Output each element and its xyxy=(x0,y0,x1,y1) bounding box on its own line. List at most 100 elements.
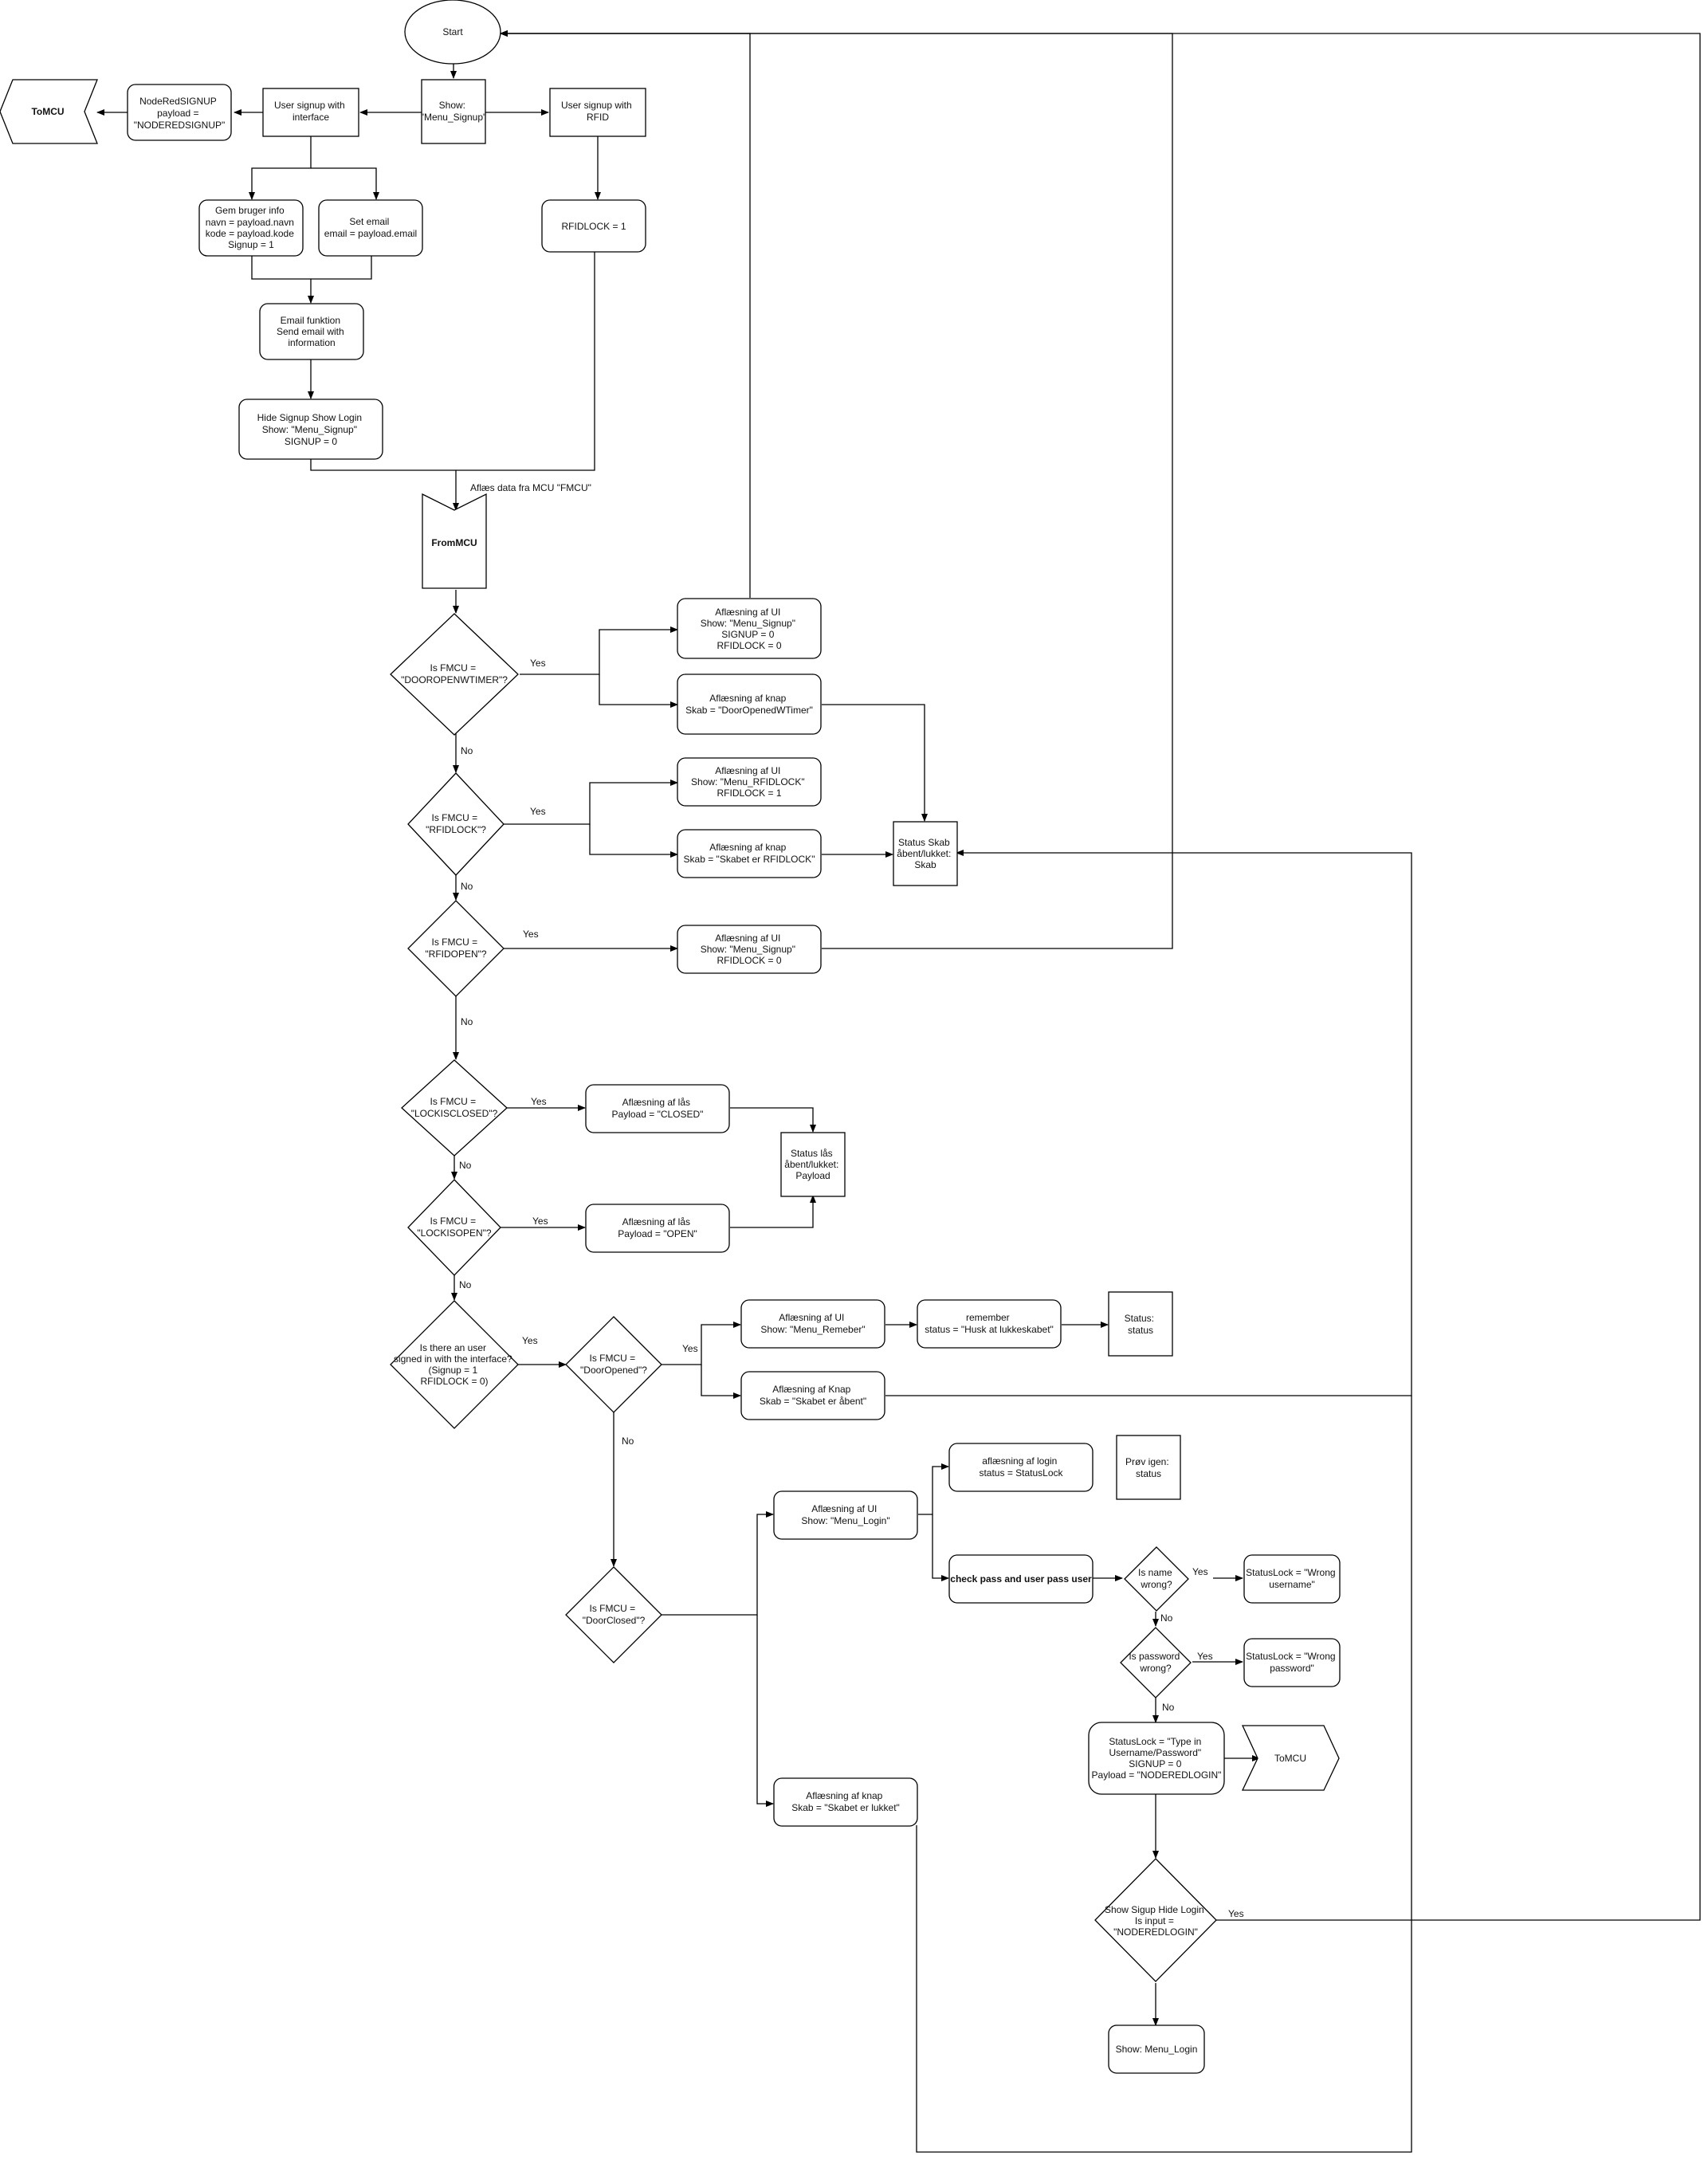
d-rfidlock-label: Is FMCU = "RFIDLOCK"? xyxy=(426,812,486,835)
aflaes-ui-3-shape xyxy=(677,925,822,974)
email-funktion-shape xyxy=(259,303,364,360)
edge-label-yes: Yes xyxy=(530,658,546,669)
connector xyxy=(311,167,379,200)
connectors xyxy=(96,30,1701,2153)
prov-igen-shape xyxy=(1116,1435,1181,1500)
edge-labels: Aflæs data fra MCU "FMCU" Yes No Yes No … xyxy=(459,482,1244,1919)
wrong-username-label: StatusLock = "Wrong username" xyxy=(1246,1567,1338,1590)
d-pass-wrong-label: Is password wrong? xyxy=(1129,1651,1182,1674)
aflaes-knap-lukket-shape xyxy=(773,1777,918,1827)
d-user-signed-label: Is there an user signed in with the inte… xyxy=(394,1342,515,1387)
aflaes-login-shape xyxy=(948,1443,1094,1492)
prov-igen-label: Prøv igen: status xyxy=(1125,1456,1172,1479)
show-menu-signup-shape xyxy=(421,79,486,144)
connector xyxy=(456,251,595,471)
d-doorclosed-shape xyxy=(565,1566,662,1663)
edge-label-aflaes-data: Aflæs data fra MCU "FMCU" xyxy=(470,482,591,493)
d-name-wrong-label: Is name wrong? xyxy=(1138,1567,1175,1590)
rfidlock1-shape xyxy=(541,199,646,253)
statuslock-type-label: StatusLock = "Type in Username/Password"… xyxy=(1092,1736,1222,1781)
connector xyxy=(500,30,1701,1921)
user-signup-rfid-shape xyxy=(549,88,646,137)
remember-label: remember status = "Husk at lukkeskabet" xyxy=(925,1312,1054,1335)
edge-label-yes: Yes xyxy=(682,1343,698,1354)
user-signup-interface-label: User signup with interface xyxy=(274,100,347,123)
status-status-shape xyxy=(1108,1291,1173,1357)
remember-shape xyxy=(917,1299,1062,1349)
check-pass-shape xyxy=(948,1554,1094,1604)
connector xyxy=(916,1396,1412,2153)
connector xyxy=(249,135,312,200)
aflaes-knap-open-label: Aflæsning af Knap Skab = "Skabet er åben… xyxy=(760,1384,866,1407)
hide-signup-label: Hide Signup Show Login Show: "Menu_Signu… xyxy=(257,412,365,447)
aflaes-knap-2-label: Aflæsning af knap Skab = "Skabet er RFID… xyxy=(684,842,815,865)
connector xyxy=(500,30,1173,949)
d-rfidlock-shape xyxy=(407,772,505,876)
aflaes-ui-3-label: Aflæsning af UI Show: "Menu_Signup" RFID… xyxy=(701,933,799,966)
edge-label-no: No xyxy=(1162,1702,1175,1713)
hide-signup-shape xyxy=(238,399,383,460)
shapes xyxy=(0,0,1341,2074)
aflaes-ui-remember-shape xyxy=(740,1299,885,1349)
d-doorwtimer-shape xyxy=(390,613,519,736)
d-name-wrong-shape xyxy=(1124,1546,1189,1612)
d-user-signed-shape xyxy=(390,1300,519,1429)
edge-label-yes: Yes xyxy=(523,929,539,940)
start-label: Start xyxy=(442,26,463,37)
edge-label-no: No xyxy=(1160,1612,1173,1624)
aflaes-laas-open-shape xyxy=(585,1204,730,1253)
edge-label-yes: Yes xyxy=(1192,1566,1208,1577)
connector xyxy=(932,1514,949,1581)
wrong-username-shape xyxy=(1243,1554,1341,1604)
frommcu-shape xyxy=(422,493,487,589)
status-status-label: Status: status xyxy=(1125,1313,1157,1336)
aflaes-laas-closed-shape xyxy=(585,1084,730,1133)
connector xyxy=(756,1615,774,1807)
d-rfidopen-label: Is FMCU = "RFIDOPEN"? xyxy=(425,937,487,960)
connector xyxy=(662,1511,774,1616)
edge-label-yes: Yes xyxy=(1228,1908,1244,1919)
email-funktion-label: Email funktion Send email with informati… xyxy=(277,315,347,348)
connector xyxy=(589,824,678,858)
show-menu-login-shape xyxy=(1108,2025,1205,2074)
edge-label-no: No xyxy=(461,1016,473,1027)
status-skab-shape xyxy=(893,821,958,886)
aflaes-knap-2-shape xyxy=(677,829,822,878)
edge-label-yes: Yes xyxy=(532,1215,548,1227)
gem-bruger-label: Gem bruger info navn = payload.navn kode… xyxy=(206,205,296,250)
d-pass-wrong-shape xyxy=(1120,1627,1192,1699)
edge-label-yes: Yes xyxy=(530,806,546,817)
connector xyxy=(251,255,314,304)
user-signup-rfid-label: User signup with RFID xyxy=(561,100,634,123)
show-menu-signup-label: Show: "Menu_Signup" xyxy=(421,100,487,123)
d-doorwtimer-label: Is FMCU = "DOOROPENWTIMER"? xyxy=(401,662,508,685)
connector xyxy=(701,1365,741,1399)
connector xyxy=(730,1107,816,1133)
status-skab-label: Status Skab åbent/lukket: Skab xyxy=(897,837,953,870)
aflaes-ui-1-label: Aflæsning af UI Show: "Menu_Signup" SIGN… xyxy=(701,607,799,651)
check-pass-label: check pass and user pass user xyxy=(950,1573,1092,1585)
start-shape xyxy=(404,0,501,65)
aflaes-laas-closed-label: Aflæsning af lås Payload = "CLOSED" xyxy=(612,1097,704,1120)
d-lockclosed-shape xyxy=(401,1059,508,1157)
wrong-password-label: StatusLock = "Wrong password" xyxy=(1246,1651,1338,1674)
aflaes-login-label: aflæsning af login status = StatusLock xyxy=(979,1455,1063,1479)
status-laas-shape xyxy=(780,1132,846,1197)
aflaes-laas-open-label: Aflæsning af lås Payload = "OPEN" xyxy=(618,1216,697,1239)
nodered-signup-shape xyxy=(127,84,232,141)
edge-label-yes: Yes xyxy=(1197,1651,1213,1662)
aflaes-knap-1-shape xyxy=(677,674,822,735)
edge-label-no: No xyxy=(461,745,473,756)
connector xyxy=(310,458,459,511)
edge-label-no: No xyxy=(461,881,473,892)
connector xyxy=(822,704,928,822)
shape-labels: Start ToMCU FromMCU ToMCU Show: "Menu_Si… xyxy=(31,26,1338,2055)
aflaes-ui-2-label: Aflæsning af UI Show: "Menu_RFIDLOCK" RF… xyxy=(691,765,807,799)
edge-label-yes: Yes xyxy=(522,1335,538,1346)
aflaes-ui-login-label: Aflæsning af UI Show: "Menu_Login" xyxy=(801,1503,889,1526)
d-rfidopen-shape xyxy=(407,900,505,997)
connector xyxy=(730,1195,816,1228)
connector xyxy=(918,1463,949,1515)
aflaes-knap-1-label: Aflæsning af knap Skab = "DoorOpenedWTim… xyxy=(685,693,813,716)
